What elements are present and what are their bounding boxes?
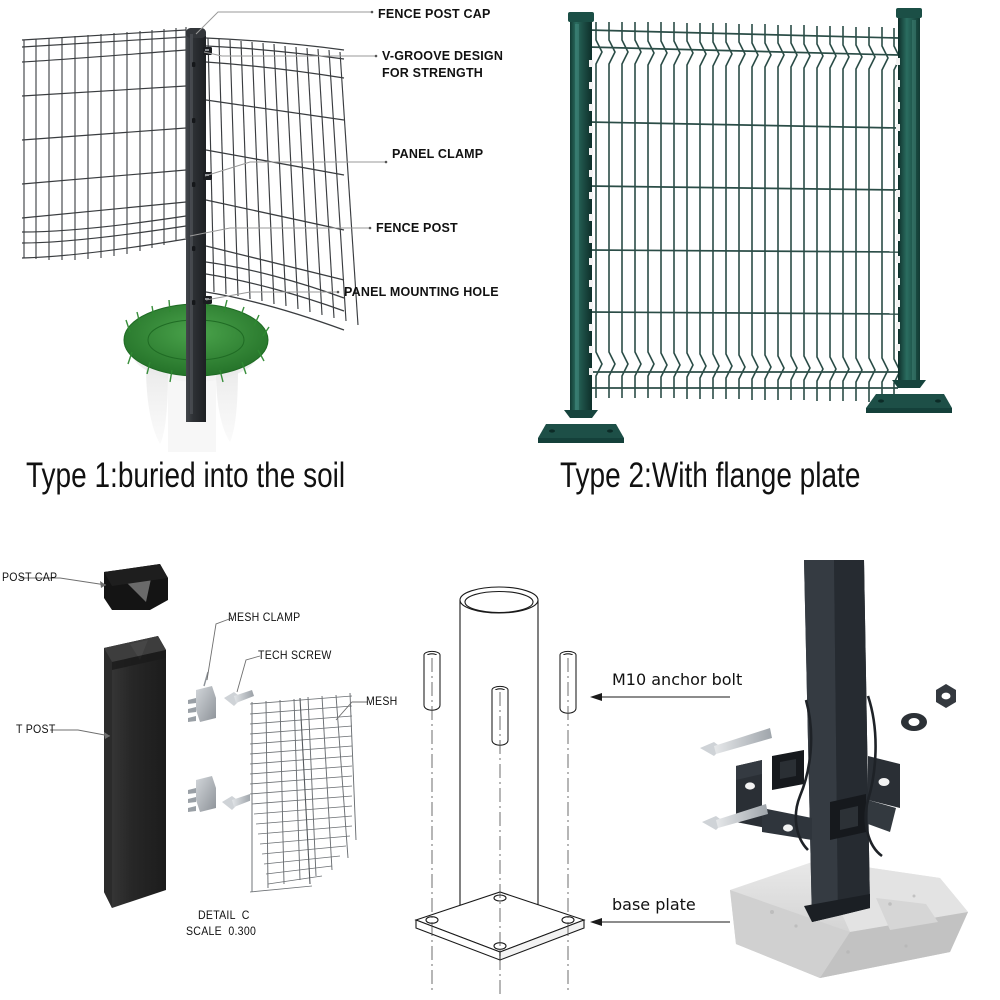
post-right xyxy=(866,8,952,413)
square-post xyxy=(804,560,870,922)
panel-baseplate: M10 anchor bolt base plate xyxy=(400,540,743,1000)
callout-m10-anchor-bolt: M10 anchor bolt xyxy=(612,670,743,689)
anchor-render xyxy=(700,560,968,978)
callout-t-post: T POST xyxy=(16,722,56,736)
type2-photo xyxy=(538,8,952,443)
anchor-bolt-left xyxy=(423,650,441,711)
loose-bolt-upper xyxy=(700,728,772,756)
flange-plate-left xyxy=(538,424,624,443)
mesh-part xyxy=(248,692,357,893)
leader-post-cap xyxy=(20,577,107,586)
anchor-bracket-right xyxy=(868,756,900,832)
baseplate-drawing xyxy=(414,586,730,998)
callout-mesh: MESH xyxy=(366,694,398,708)
callout-v-groove: V-GROOVE DESIGN FOR STRENGTH xyxy=(382,49,504,80)
baseplate-arrowheads xyxy=(590,693,602,926)
mesh-panel-right xyxy=(205,37,359,331)
baseplate-leaders xyxy=(596,696,730,923)
panel-detail-c: POST CAP T POST MESH CLAMP TECH SCREW ME… xyxy=(0,540,420,1000)
callout-panel-clamp: PANEL CLAMP xyxy=(392,147,484,161)
mesh-clamp-part-upper xyxy=(188,671,216,722)
post-mounting-holes xyxy=(772,750,866,840)
leader-fence-post xyxy=(189,227,370,237)
tube-sides xyxy=(459,600,539,908)
tube-top-outer xyxy=(459,586,539,614)
leader-panel-clamp xyxy=(204,161,386,177)
leader-tech-screw xyxy=(236,655,261,693)
flange-plate-right xyxy=(866,394,952,413)
panel-anchor xyxy=(700,560,1000,1000)
post-cap-part xyxy=(104,564,168,610)
tube-top-inner xyxy=(464,590,534,614)
callout-fence-post-cap: FENCE POST CAP xyxy=(378,7,491,21)
leader-fence-post-cap xyxy=(195,11,372,35)
fence-post xyxy=(186,28,212,422)
leader-t-post xyxy=(50,729,111,737)
detail-c-arrowheads xyxy=(100,581,110,739)
callout-base-plate: base plate xyxy=(612,895,696,914)
tech-screw-part-upper xyxy=(224,690,254,706)
type1-drawing xyxy=(21,10,388,452)
detail-c-drawing xyxy=(20,564,368,908)
loose-bolt-lower xyxy=(702,804,768,830)
mesh-panel xyxy=(587,22,901,402)
mesh-clamp-part-lower xyxy=(188,776,216,812)
caption-type2: Type 2:With flange plate xyxy=(560,456,861,495)
t-post-part xyxy=(104,636,166,908)
leader-v-groove xyxy=(203,51,376,57)
callout-mesh-clamp: MESH CLAMP xyxy=(228,610,301,624)
tech-screw-part-lower xyxy=(222,794,252,810)
detail-c-scale: SCALE 0.300 xyxy=(186,924,257,938)
callout-panel-mounting-hole: PANEL MOUNTING HOLE xyxy=(344,285,499,299)
centerlines xyxy=(431,658,569,998)
washer xyxy=(901,713,927,731)
leader-mounting-hole xyxy=(205,291,338,301)
leader-dots xyxy=(336,10,388,294)
hex-nut xyxy=(936,684,956,708)
panel-type1: FENCE POST CAP V-GROOVE DESIGN FOR STREN… xyxy=(0,0,520,455)
detail-c-leaders xyxy=(20,577,368,737)
caption-type1: Type 1:buried into the soil xyxy=(26,456,346,495)
anchor-rods xyxy=(794,695,883,858)
leader-mesh-clamp xyxy=(206,617,233,681)
callout-post-cap: POST CAP xyxy=(2,570,58,584)
post-left xyxy=(538,12,624,443)
callout-fence-post: FENCE POST xyxy=(376,221,458,235)
mesh-panel-left xyxy=(21,27,187,260)
leader-mesh xyxy=(335,701,368,721)
anchor-bolts xyxy=(423,650,577,746)
detail-c-title: DETAIL C xyxy=(198,908,250,922)
callout-tech-screw: TECH SCREW xyxy=(258,648,332,662)
leader-lines xyxy=(189,11,386,301)
panel-type2 xyxy=(520,0,1000,455)
